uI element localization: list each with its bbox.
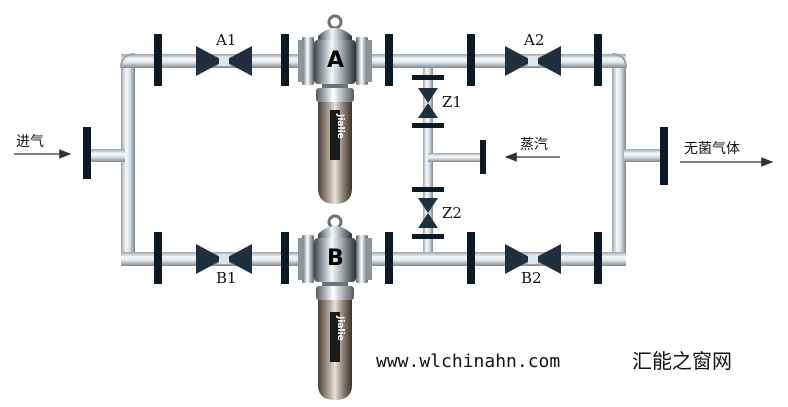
inlet-label: 进气 [16,134,44,150]
pipework [90,53,664,266]
flange-outlet [660,127,668,185]
flange-top-2 [281,34,289,86]
watermark-url: www.wlchinahn.com [376,351,560,372]
flange-bottom-4 [467,232,475,284]
valve-b1-label: B1 [216,269,237,287]
valve-b2-label: B2 [521,269,542,287]
filter-b-brand: Jialie [335,315,345,341]
steam-label: 蒸汽 [520,137,548,153]
flange-inlet [83,127,91,179]
watermark-site-name: 汇能之窗网 [632,349,732,373]
valve-a2-label: A2 [523,31,544,49]
filter-a: Jialie A [298,14,372,204]
valve-b2 [505,244,561,274]
filter-b-label: B [327,246,344,271]
outlet-label: 无菌气体 [684,141,740,157]
flange-z2-top [412,187,444,192]
valve-b1 [196,244,252,274]
flange-bottom-1 [154,232,162,284]
filter-b: Jialie B [298,214,372,400]
flange-top-5 [594,34,602,86]
flange-z1-top [412,75,444,80]
valve-z2-label: Z2 [442,204,462,222]
pipe-steam-branch [428,153,480,162]
pipe-inlet [90,149,125,162]
valve-z2 [418,198,438,228]
flange-top-3 [385,34,393,86]
flange-bottom-3 [385,232,393,284]
valve-a1 [196,46,252,76]
flange-z2-bottom [412,234,444,239]
flange-top-4 [467,34,475,86]
valve-z1-label: Z1 [442,93,462,111]
valve-a2 [505,46,561,76]
flange-z1-bottom [412,123,444,128]
valve-z1 [418,88,438,118]
flange-top-1 [154,34,162,86]
pipe-outlet [624,149,664,162]
filter-a-brand: Jialie [335,113,345,139]
filter-a-label: A [327,48,344,73]
flange-steam [480,140,486,174]
pipe-left-vertical [121,56,135,264]
pipe-right-vertical [612,56,626,264]
flange-bottom-5 [594,232,602,284]
valve-a1-label: A1 [215,31,236,49]
flange-bottom-2 [281,232,289,284]
flanges [83,34,668,284]
